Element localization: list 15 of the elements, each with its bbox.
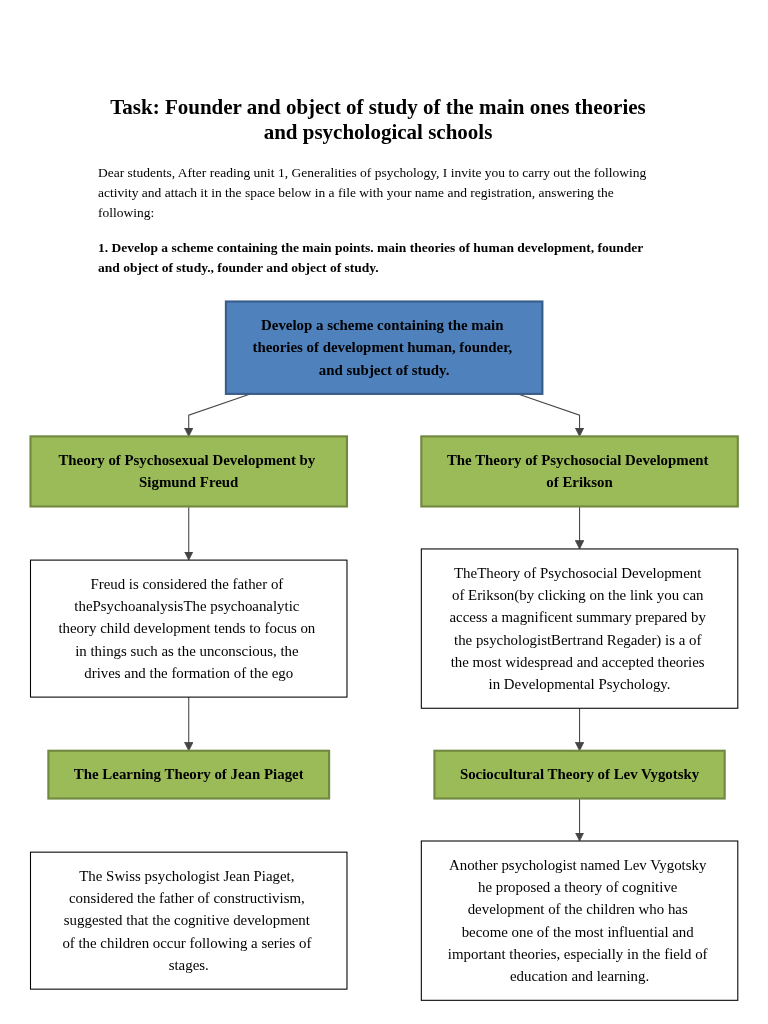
title: Task: Founder and object of study of the main ones theories and psychological schools xyxy=(109,95,647,146)
node-box: The Learning Theory of Jean Piaget xyxy=(47,749,330,800)
node-box: Theory of Psychosexual Development by Sigmund Freud xyxy=(29,435,348,508)
node-box: The Theory of Psychosocial Development of Erikson xyxy=(420,435,739,508)
arrow xyxy=(574,798,585,842)
node-box: Another psychologist named Lev Vygotsky he proposed a theory of cognitive development of the children who has become one of the most influential and important theories, especially in the field of education and learning. xyxy=(420,840,739,1002)
arrow xyxy=(183,506,194,561)
node-box: The Swiss psychologist Jean Piaget, considered the father of constructivism, suggested that the cognitive development of the children occur following a series of stages. xyxy=(29,851,348,990)
arrow xyxy=(574,506,585,550)
node-box: TheTheory of Psychosocial Development of Erikson(by clicking on the link you can access a magnificent summary prepared by the psychologistBertrand Regader) is a of the most widespread and accepted theories in Developmental Psychology. xyxy=(420,548,739,709)
node-box: Freud is considered the father of thePsychoanalysisThe psychoanalytic theory child development tends to focus on in things such as the unconscious, the drives and the formation of the ego xyxy=(29,559,348,698)
node-box: Sociocultural Theory of Lev Vygotsky xyxy=(433,749,726,800)
instructions-paragraph: Dear students, After reading unit 1, Generalities of psychology, I invite you to carry out the following activity and attach it in the space below in a file with your name and registration, answering the following: xyxy=(98,164,648,222)
node-box: Develop a scheme containing the main theories of development human, founder, and subject of study. xyxy=(224,300,544,396)
task-instruction: 1. Develop a scheme containing the main points. main theories of human development, founder and object of study., founder and object of study. xyxy=(98,239,644,277)
